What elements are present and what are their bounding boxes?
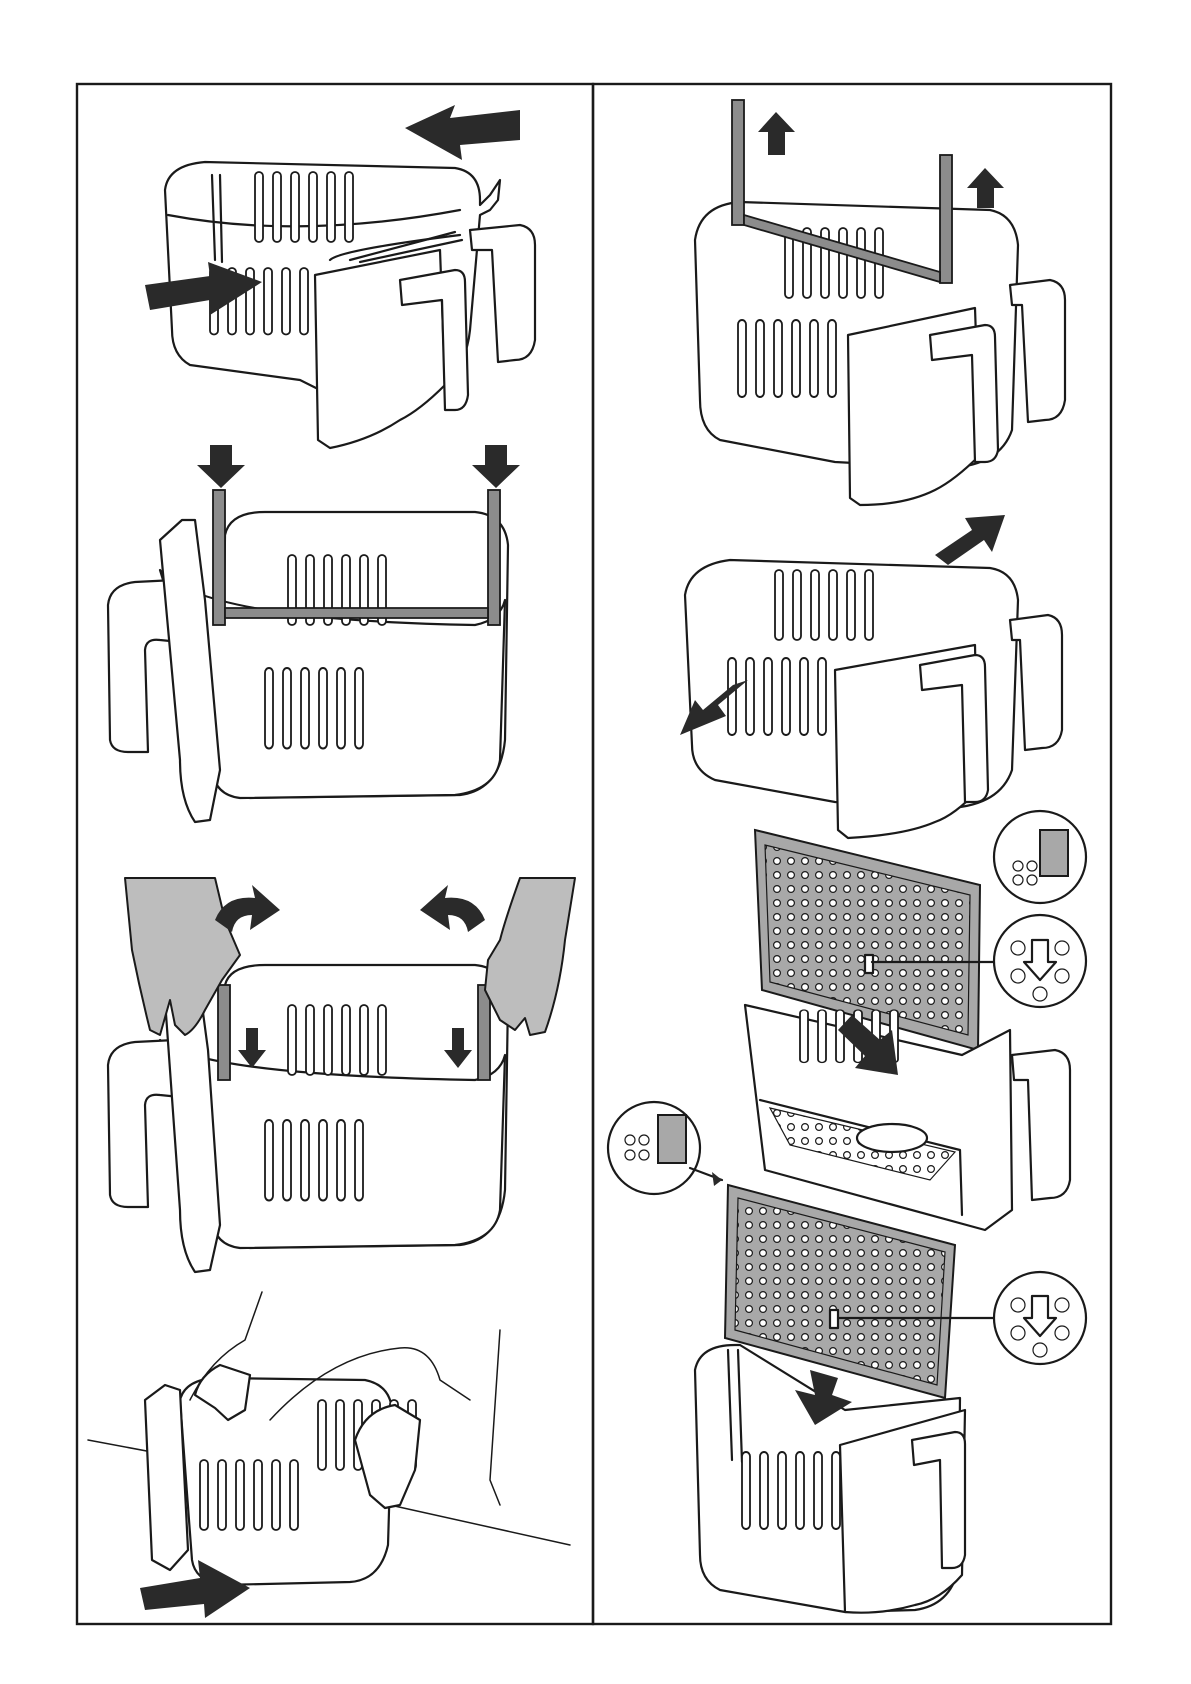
step-fit-upper-grill-plate (745, 811, 1086, 1230)
basket-handle (470, 225, 535, 362)
arrow-down-icon (472, 445, 520, 488)
step-insert-rails (108, 445, 520, 822)
arrow-up-right-icon (935, 515, 1005, 565)
step-insert-basket (88, 1292, 570, 1618)
arrow-up-icon (758, 112, 795, 155)
rail-left (218, 985, 230, 1080)
rail-right (488, 490, 500, 625)
step-press-rails-down (108, 878, 575, 1272)
divider-panel (145, 1385, 188, 1570)
arrow-up-icon (967, 168, 1004, 208)
step-slide-out-divider (145, 105, 535, 448)
arrow-left-icon (405, 105, 520, 160)
rail-left (732, 100, 744, 225)
basket-floor-center (857, 1124, 927, 1152)
step-lift-rail-frame (695, 100, 1065, 505)
right-hand (485, 878, 575, 1035)
rail-right (940, 155, 952, 283)
rail-left (213, 490, 225, 625)
step-pull-basket-apart (680, 515, 1062, 838)
arrow-down-icon (197, 445, 245, 488)
curved-arrow-icon (215, 885, 280, 932)
basket-handle (1012, 1050, 1070, 1200)
basket-handle (1010, 280, 1065, 422)
basket-handle (1010, 615, 1062, 750)
divider-side (160, 520, 220, 822)
rail-crossbar (225, 608, 488, 618)
curved-arrow-icon (420, 885, 485, 932)
rail-right (478, 985, 490, 1080)
